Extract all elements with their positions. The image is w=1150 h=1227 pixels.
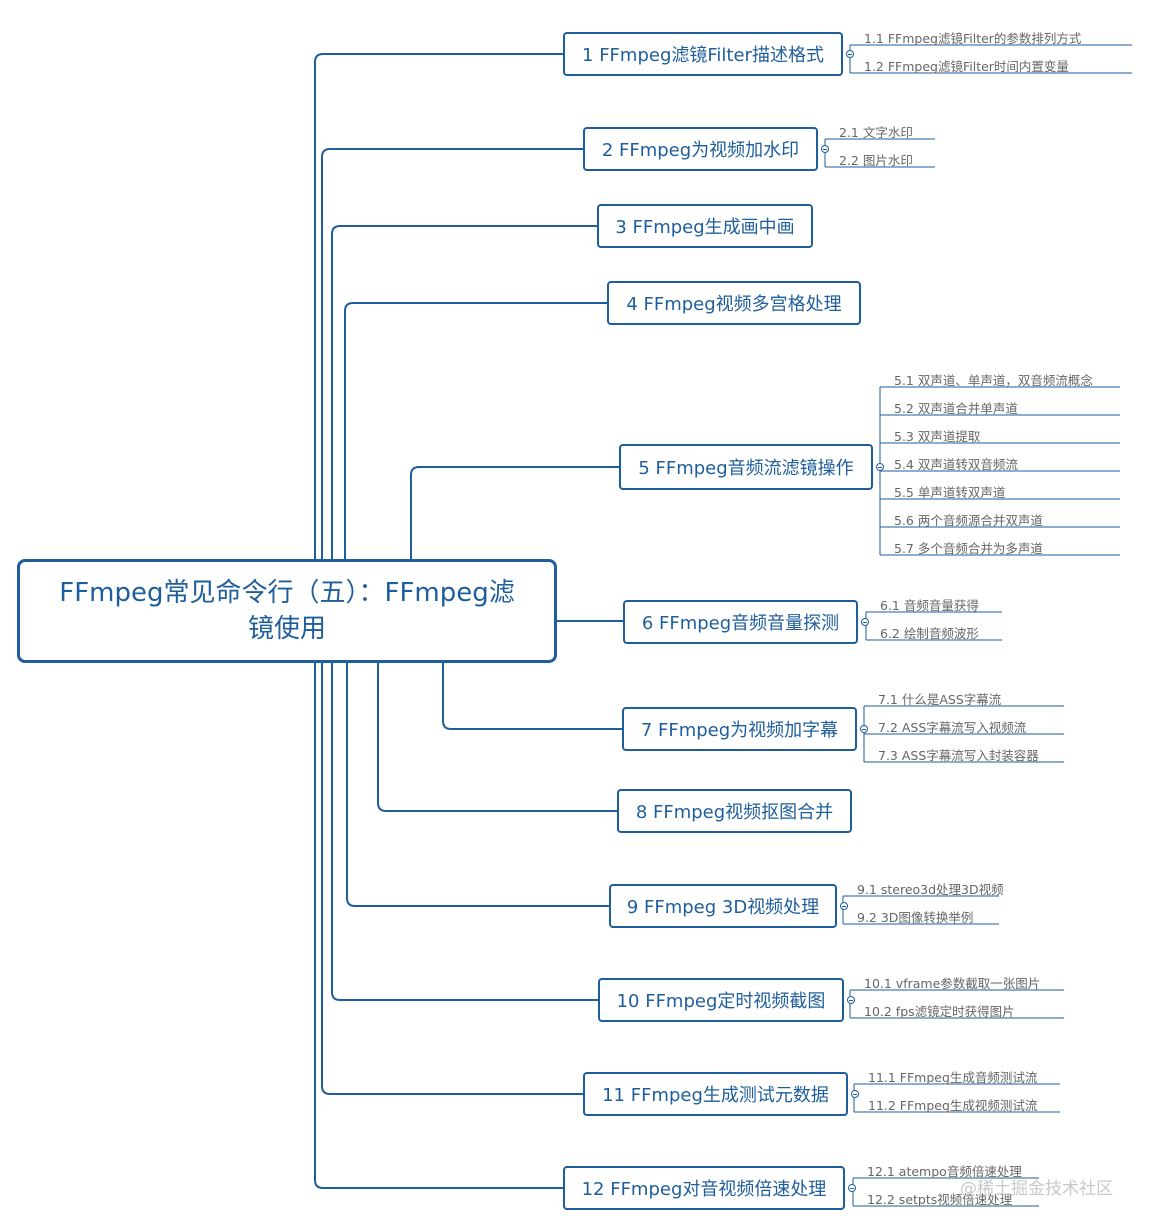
subtopic-5-6[interactable]: 5.6 两个音频源合并双声道: [894, 513, 1043, 528]
collapse-toggle-icon[interactable]: [876, 463, 884, 471]
topic-12[interactable]: 12 FFmpeg对音视频倍速处理: [563, 1166, 845, 1210]
connector-topic-10: [331, 663, 598, 1001]
subtopic-11-1[interactable]: 11.1 FFmpeg生成音频测试流: [868, 1070, 1038, 1085]
subtopic-5-2[interactable]: 5.2 双声道合并单声道: [894, 401, 1018, 416]
subtopic-5-5[interactable]: 5.5 单声道转双声道: [894, 485, 1006, 500]
topic-3[interactable]: 3 FFmpeg生成画中画: [597, 204, 813, 248]
subtopic-12-2[interactable]: 12.2 setpts视频倍速处理: [867, 1192, 1013, 1207]
topic-label: 3 FFmpeg生成画中画: [615, 217, 795, 238]
subtopic-12-1[interactable]: 12.1 atempo音频倍速处理: [867, 1164, 1022, 1179]
subtopic-6-2[interactable]: 6.2 绘制音频波形: [880, 626, 979, 641]
collapse-toggle-icon[interactable]: [851, 1090, 859, 1098]
subtopic-5-3[interactable]: 5.3 双声道提取: [894, 429, 981, 444]
connector-topic-11: [321, 663, 583, 1095]
topic-9[interactable]: 9 FFmpeg 3D视频处理: [609, 884, 837, 928]
topic-label: 5 FFmpeg音频流滤镜操作: [638, 458, 854, 479]
topic-4[interactable]: 4 FFmpeg视频多宫格处理: [607, 281, 861, 325]
subtopic-2-1[interactable]: 2.1 文字水印: [839, 125, 913, 140]
subtopic-7-2[interactable]: 7.2 ASS字幕流写入视频流: [878, 720, 1027, 735]
topic-label: 6 FFmpeg音频音量探测: [641, 613, 840, 634]
subtopic-6-1[interactable]: 6.1 音频音量获得: [880, 598, 979, 613]
subtopic-11-2[interactable]: 11.2 FFmpeg生成视频测试流: [868, 1098, 1038, 1113]
topic-label: 9 FFmpeg 3D视频处理: [626, 897, 820, 918]
subtopic-7-3[interactable]: 7.3 ASS字幕流写入封装容器: [878, 748, 1039, 763]
topic-2[interactable]: 2 FFmpeg为视频加水印: [583, 127, 818, 171]
topic-label: 7 FFmpeg为视频加字幕: [640, 720, 839, 741]
subtopic-1-1[interactable]: 1.1 FFmpeg滤镜Filter的参数排列方式: [864, 31, 1082, 46]
connector-topic-4: [344, 302, 607, 559]
root-topic-label: FFmpeg常见命令行（五）：FFmpeg滤镜使用: [59, 578, 515, 644]
subtopic-1-2[interactable]: 1.2 FFmpeg滤镜Filter时间内置变量: [864, 59, 1069, 74]
topic-label: 10 FFmpeg定时视频截图: [616, 991, 826, 1012]
topic-11[interactable]: 11 FFmpeg生成测试元数据: [583, 1072, 848, 1116]
collapse-toggle-icon[interactable]: [848, 1184, 856, 1192]
connector-topic-2: [321, 148, 583, 559]
connector-topic-9: [346, 663, 609, 907]
topic-label: 2 FFmpeg为视频加水印: [601, 140, 800, 161]
subtopic-9-1[interactable]: 9.1 stereo3d处理3D视频: [857, 882, 1004, 897]
topic-8[interactable]: 8 FFmpeg视频抠图合并: [617, 789, 852, 833]
connector-topic-5: [410, 466, 619, 559]
connector-topic-8: [377, 663, 617, 812]
subtopic-5-7[interactable]: 5.7 多个音频合并为多声道: [894, 541, 1043, 556]
collapse-toggle-icon[interactable]: [840, 902, 848, 910]
watermark-text: @稀土掘金技术社区: [960, 1179, 1113, 1199]
topic-label: 1 FFmpeg滤镜Filter描述格式: [582, 45, 824, 66]
subtopic-5-1[interactable]: 5.1 双声道、单声道，双音频流概念: [894, 373, 1093, 388]
connector-topic-12: [314, 663, 563, 1189]
subtopic-10-2[interactable]: 10.2 fps滤镜定时获得图片: [864, 1004, 1015, 1019]
root-topic[interactable]: FFmpeg常见命令行（五）：FFmpeg滤镜使用: [17, 559, 557, 663]
subtopic-10-1[interactable]: 10.1 vframe参数截取一张图片: [864, 976, 1041, 991]
collapse-toggle-icon[interactable]: [860, 725, 868, 733]
topic-10[interactable]: 10 FFmpeg定时视频截图: [598, 978, 844, 1022]
subtopic-9-2[interactable]: 9.2 3D图像转换举例: [857, 910, 974, 925]
collapse-toggle-icon[interactable]: [846, 50, 854, 58]
topic-label: 12 FFmpeg对音视频倍速处理: [581, 1179, 827, 1200]
topic-label: 4 FFmpeg视频多宫格处理: [626, 294, 842, 315]
connector-topic-1: [314, 53, 563, 559]
subtopic-2-2[interactable]: 2.2 图片水印: [839, 153, 913, 168]
collapse-toggle-icon[interactable]: [821, 145, 829, 153]
topic-7[interactable]: 7 FFmpeg为视频加字幕: [622, 707, 857, 751]
collapse-toggle-icon[interactable]: [861, 618, 869, 626]
subtopic-7-1[interactable]: 7.1 什么是ASS字幕流: [878, 692, 1002, 707]
connector-topic-7: [442, 663, 622, 730]
topic-5[interactable]: 5 FFmpeg音频流滤镜操作: [619, 444, 873, 490]
topic-6[interactable]: 6 FFmpeg音频音量探测: [623, 600, 858, 644]
topic-1[interactable]: 1 FFmpeg滤镜Filter描述格式: [563, 32, 843, 76]
topic-label: 11 FFmpeg生成测试元数据: [602, 1085, 829, 1106]
connector-topic-3: [331, 225, 597, 559]
subtopic-5-4[interactable]: 5.4 双声道转双音频流: [894, 457, 1018, 472]
topic-label: 8 FFmpeg视频抠图合并: [635, 802, 834, 823]
collapse-toggle-icon[interactable]: [847, 996, 855, 1004]
